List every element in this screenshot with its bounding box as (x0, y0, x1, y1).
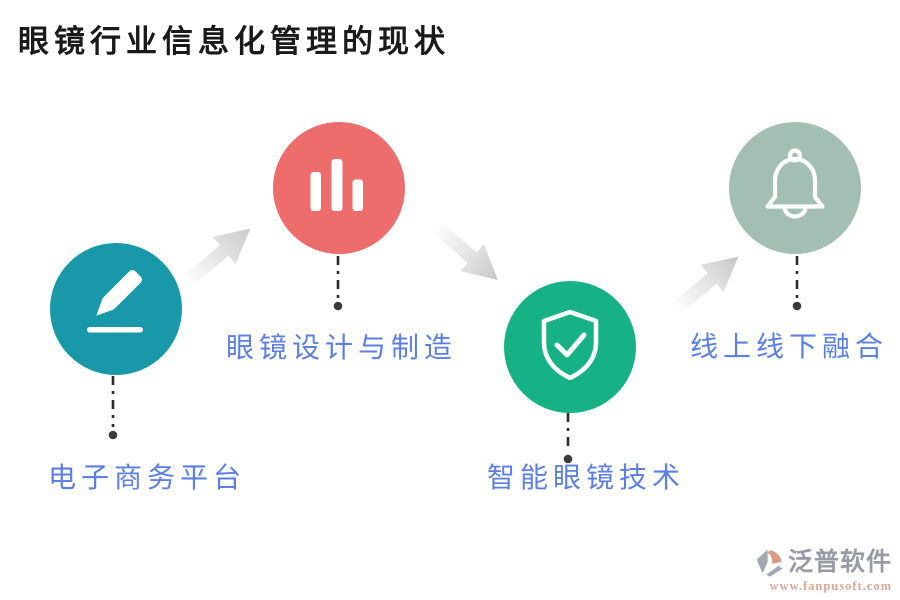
watermark-brand: 泛普软件 (787, 549, 892, 576)
node-design (273, 122, 405, 254)
integration-circle (729, 122, 861, 254)
node-smart-tech (504, 281, 636, 413)
flow-arrow-1-icon (178, 212, 262, 296)
page-title: 眼镜行业信息化管理的现状 (18, 24, 450, 59)
node-integration (729, 122, 861, 254)
step-label-ecommerce: 电子商务平台 (48, 463, 247, 494)
connector-dot (792, 301, 802, 311)
fanpu-logo-icon (756, 548, 783, 577)
watermark-url: www.fanpusoft.com (769, 578, 892, 593)
ecommerce-circle (50, 243, 182, 375)
node-ecommerce (50, 242, 182, 376)
step-label-integration: 线上线下融合 (690, 332, 889, 363)
flow-arrow-3-icon (666, 240, 750, 324)
connector-design (333, 256, 343, 311)
flow-arrow-2-icon (426, 212, 510, 296)
bell-icon (729, 122, 861, 254)
bar-chart-icon (273, 122, 405, 254)
connector-ecommerce (108, 376, 118, 440)
pencil-edit-icon (50, 243, 182, 375)
connector-smart-tech (563, 413, 573, 464)
smart-tech-circle (504, 281, 636, 413)
step-label-smart-tech: 智能眼镜技术 (487, 463, 686, 494)
connector-dot (108, 430, 118, 440)
step-label-design: 眼镜设计与制造 (226, 333, 458, 364)
shield-check-icon (504, 281, 636, 413)
connector-dot (563, 454, 573, 464)
connector-dot (333, 301, 343, 311)
watermark: 泛普软件 www.fanpusoft.com (753, 547, 892, 593)
connector-integration (792, 256, 802, 311)
